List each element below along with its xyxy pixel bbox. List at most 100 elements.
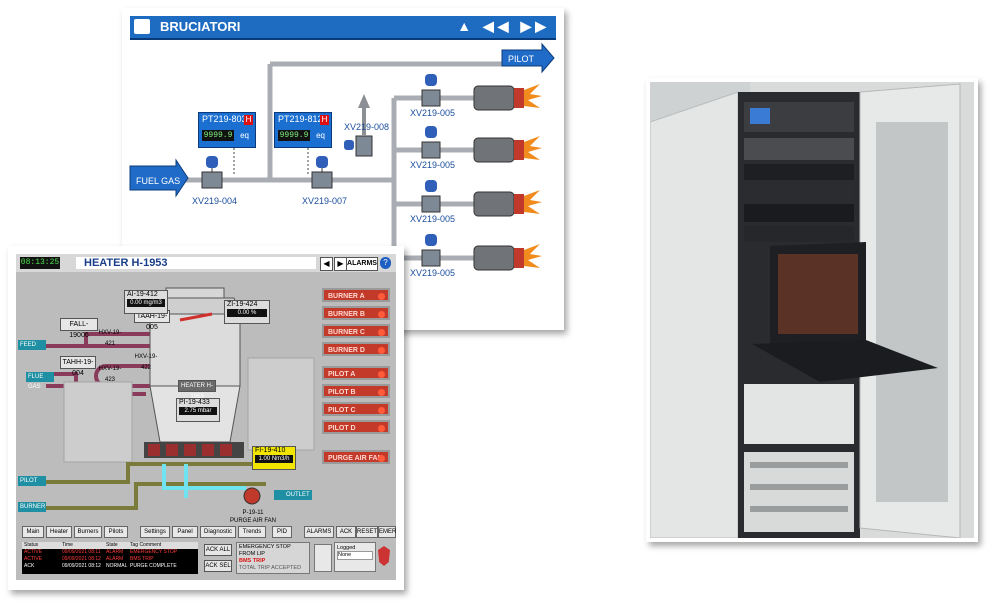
valve-xv219-004[interactable] <box>201 156 223 189</box>
table-row[interactable]: ACTIVE 09/09/2021 08:12 ALARM BMS TRIP <box>22 556 198 563</box>
instrument-label: AI-19-412 <box>127 291 158 298</box>
table-cell: ACTIVE <box>24 556 43 562</box>
table-cell: BMS TRIP <box>130 556 154 562</box>
burner-b-button[interactable]: BURNER B <box>322 306 390 320</box>
transmitter-value: 9999.9 <box>278 130 310 141</box>
help-icon[interactable]: ? <box>380 257 391 269</box>
message-line: TOTAL TRIP ACCEPTED <box>239 565 302 571</box>
purge-fan-icon[interactable] <box>243 487 261 505</box>
instrument-value: 2.75 mbar <box>179 407 217 415</box>
pilot-d-button[interactable]: PILOT D <box>322 420 390 434</box>
transmitter-pt219-812[interactable]: PT219-812 H 9999.9 eq <box>274 112 332 148</box>
instrument-ai-19-412[interactable]: AI-19-412 0.00 mg/m3 <box>124 290 168 314</box>
burner-d-button[interactable]: BURNER D <box>322 342 390 356</box>
tab-alarms[interactable]: ALARMS <box>304 526 334 538</box>
transmitter-label: PT219-803 <box>202 114 247 124</box>
valve-label-burner-3: XV219-005 <box>410 214 455 224</box>
column-header: Time <box>62 542 73 548</box>
fuel-gas-arrow <box>129 158 189 198</box>
instrument-label: FI-19-410 <box>255 447 286 454</box>
instrument-fi-19-410[interactable]: FI-19-410 1.00 Nm3/h <box>252 446 296 470</box>
message-line: BMS TRIP <box>239 558 266 564</box>
tahh-tag[interactable]: TAHH-19-004 <box>60 356 96 377</box>
tab-heater[interactable]: Heater <box>46 526 72 538</box>
shield-icon <box>378 546 390 566</box>
message-panel: EMERGENCY STOP FROM LIP BMS TRIP TOTAL T… <box>236 542 310 574</box>
bruciatori-title: BRUCIATORI <box>160 19 241 34</box>
purge-air-fan-button[interactable]: PURGE AIR FAN <box>322 450 390 464</box>
pilot-a-button[interactable]: PILOT A <box>322 366 390 380</box>
burner-row-2[interactable] <box>421 126 542 163</box>
pilot-b-button[interactable]: PILOT B <box>322 384 390 398</box>
status-icon <box>378 347 385 354</box>
pilot-c-button[interactable]: PILOT C <box>322 402 390 416</box>
heater-body-label: HEATER H-1953 <box>178 380 216 400</box>
instrument-pi-19-433[interactable]: PI-19-433 2.75 mbar <box>176 398 220 422</box>
instrument-value: 0.00 % <box>227 309 267 317</box>
tab-pid[interactable]: PID <box>272 526 292 538</box>
instrument-zi-19-424[interactable]: ZI-19-424 0.00 % <box>224 300 270 324</box>
heater-title: HEATER H-1953 <box>76 257 316 269</box>
next-page-button[interactable]: ▶ <box>334 257 347 271</box>
burner-c-button[interactable]: BURNER C <box>322 324 390 338</box>
column-header: State <box>106 542 118 548</box>
ack-all-button[interactable]: ACK ALL <box>204 544 232 556</box>
tab-ack[interactable]: ACK <box>336 526 356 538</box>
alarm-table: Status Time State Tag Comment ACTIVE 09/… <box>22 542 198 574</box>
table-cell: 09/09/2021 08:12 <box>62 556 101 562</box>
heater-screen: 08:13:25 HEATER H-1953 ◀ ▶ ALARMS ? <box>8 246 404 590</box>
bruciatori-title-bar: BRUCIATORI ▲ ◀◀ ▶▶ <box>130 16 556 40</box>
table-row[interactable]: ACK 09/09/2021 08:12 NORMAL PURGE COMPLE… <box>22 563 198 570</box>
table-cell: ALARM <box>106 549 124 555</box>
ack-sel-button[interactable]: ACK SEL <box>204 560 232 572</box>
prev-page-button[interactable]: ◀ <box>320 257 333 271</box>
tab-settings[interactable]: Settings <box>140 526 170 538</box>
navigation-arrows[interactable]: ▲ ◀◀ ▶▶ <box>457 18 550 34</box>
key-switch-icon[interactable] <box>314 544 332 572</box>
tab-emer[interactable]: EMER <box>378 526 396 538</box>
status-icon <box>378 455 385 462</box>
valve-xv219-007[interactable] <box>311 156 333 189</box>
hxv-tag-1: HXV-19-421 <box>98 330 122 347</box>
table-cell: EMERGENCY STOP <box>130 549 178 555</box>
tab-burners[interactable]: Burners <box>74 526 102 538</box>
table-row[interactable]: ACTIVE 09/09/2021 08:11 ALARM EMERGENCY … <box>22 549 198 556</box>
table-cell: 09/09/2021 08:12 <box>62 563 101 569</box>
burner-row-1[interactable] <box>421 74 542 111</box>
high-alarm-badge: H <box>320 115 329 125</box>
transmitter-pt219-803[interactable]: PT219-803 H 9999.9 eq <box>198 112 256 148</box>
status-icon <box>378 311 385 318</box>
status-icon <box>378 389 385 396</box>
button-label: PILOT A <box>328 371 356 378</box>
clock-display: 08:13:25 <box>20 257 60 269</box>
transmitter-unit: eq <box>316 131 325 140</box>
tab-panel[interactable]: Panel <box>172 526 198 538</box>
valve-label-xv219-007: XV219-007 <box>302 196 347 206</box>
status-icon <box>378 329 385 336</box>
transmitter-unit: eq <box>240 131 249 140</box>
tab-pilots[interactable]: Pilots <box>104 526 128 538</box>
burner-piping-diagram: FUEL GAS PILOT XV219-004 XV219-007 XV219… <box>129 42 555 278</box>
burner-row-4[interactable] <box>421 234 542 271</box>
burner-row-3[interactable] <box>421 180 542 217</box>
alarms-button[interactable]: ALARMS <box>346 257 378 271</box>
info-panel-right <box>247 357 315 451</box>
server-rack-image <box>650 82 974 538</box>
heater-header-bar: 08:13:25 HEATER H-1953 ◀ ▶ ALARMS ? <box>16 254 396 272</box>
tab-diagnostic[interactable]: Diagnostic <box>200 526 236 538</box>
server-rack-photo <box>646 78 978 542</box>
valve-xv219-008[interactable] <box>344 94 373 157</box>
tab-main[interactable]: Main <box>22 526 44 538</box>
table-cell: ACTIVE <box>24 549 43 555</box>
valve-label-burner-2: XV219-005 <box>410 160 455 170</box>
burner-a-button[interactable]: BURNER A <box>322 288 390 302</box>
tab-reset[interactable]: RESET <box>356 526 378 538</box>
login-box[interactable]: Logged None <box>334 542 376 572</box>
fall-tag[interactable]: FALL-19006 <box>60 318 98 339</box>
home-icon[interactable] <box>134 19 150 34</box>
valve-label-xv219-008: XV219-008 <box>344 122 389 132</box>
button-label: PILOT B <box>328 389 356 396</box>
tab-trends[interactable]: Trends <box>238 526 266 538</box>
table-cell: ALARM <box>106 556 124 562</box>
transmitter-leaders <box>233 144 309 176</box>
